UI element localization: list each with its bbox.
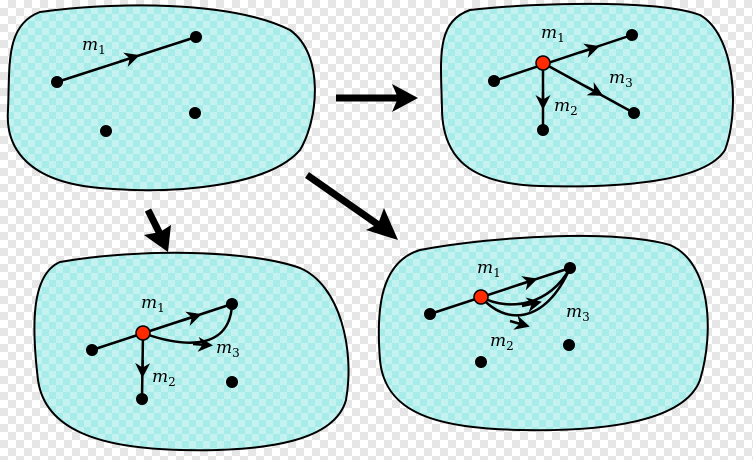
vertex	[424, 308, 436, 320]
label-m2: m2	[554, 96, 578, 118]
vertex	[86, 344, 98, 356]
arrow-m1	[181, 311, 202, 326]
label-m1: m1	[477, 258, 501, 280]
blob-top-right	[440, 2, 734, 188]
vertex	[226, 376, 238, 388]
edge-m2	[480, 267, 572, 317]
highlight-vertex	[535, 55, 551, 71]
blob-bottom-right	[377, 234, 709, 432]
vertex	[226, 298, 238, 310]
transition-arrows	[144, 84, 418, 252]
vertex	[563, 339, 575, 351]
arrow-m1	[517, 276, 538, 291]
arrow-diagonal-icon	[304, 172, 398, 240]
label-m2: m2	[490, 331, 514, 353]
highlight-vertex	[135, 325, 151, 341]
vertex	[100, 125, 112, 137]
panel-bottom-left: m1 m2 m3	[33, 251, 350, 452]
vertex	[136, 393, 148, 405]
arrow-down-icon	[144, 208, 171, 252]
highlight-vertex	[473, 289, 489, 305]
edge-m1	[91, 302, 233, 352]
panel-top-right: m1 m2 m3	[440, 2, 734, 188]
label-m1: m1	[82, 35, 106, 57]
vertex	[537, 124, 549, 136]
arrow-m3	[192, 336, 213, 352]
blob-initial	[6, 4, 316, 192]
arrow-m3	[585, 82, 604, 96]
arrow-m1	[579, 43, 600, 58]
panel-initial: m1	[6, 4, 316, 192]
arrow-m1	[119, 52, 140, 67]
vertex	[51, 76, 63, 88]
blob-bottom-left	[33, 251, 350, 452]
vertex	[190, 31, 202, 43]
vertex	[626, 29, 638, 41]
edge-m1	[493, 33, 633, 83]
arrow-m2	[509, 315, 530, 330]
label-m3: m3	[609, 68, 633, 90]
edge-m1	[429, 266, 571, 316]
vertex	[628, 107, 640, 119]
vertex	[189, 107, 201, 119]
panel-bottom-right: m1 m2 m3	[377, 234, 709, 432]
label-m2: m2	[152, 367, 176, 389]
arrow-right-icon	[336, 84, 418, 112]
label-m1: m1	[141, 293, 165, 315]
vertex	[475, 356, 487, 368]
label-m1: m1	[541, 23, 565, 45]
arrow-m3	[521, 297, 542, 313]
vertex	[488, 75, 500, 87]
vertex	[564, 262, 576, 274]
label-m3: m3	[216, 338, 240, 360]
label-m3: m3	[566, 302, 590, 324]
